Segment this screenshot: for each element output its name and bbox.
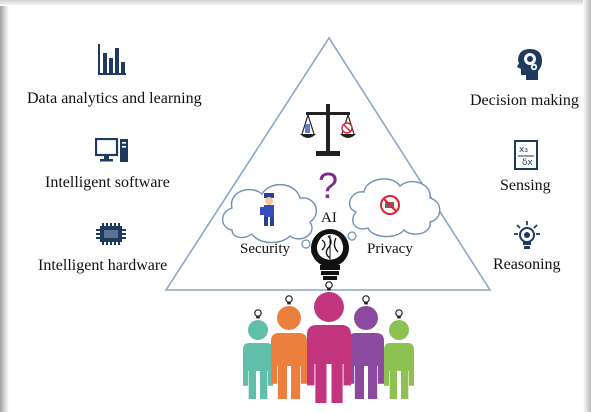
person-arm xyxy=(300,364,307,384)
idea-bulb-base xyxy=(256,316,260,319)
person-arm xyxy=(343,362,351,386)
no-surveillance-icon xyxy=(380,195,400,215)
security-label: Security xyxy=(240,241,290,257)
person-body xyxy=(243,343,273,371)
right-label-sensing: Sensing xyxy=(500,177,551,194)
person-figure xyxy=(243,309,273,399)
police-officer-icon xyxy=(260,193,274,226)
question-mark: ? xyxy=(318,165,338,206)
frame-shadow-left xyxy=(0,0,9,412)
person-arm xyxy=(243,369,249,386)
person-figure xyxy=(307,281,351,403)
brain-bulb-icon xyxy=(311,229,349,280)
person-body xyxy=(384,343,414,371)
sensing-icon: x₃ δx xyxy=(513,140,539,175)
person-arm xyxy=(307,362,315,386)
person-arm xyxy=(408,369,414,386)
idea-bulb-base xyxy=(287,302,291,305)
idea-bulb-icon xyxy=(254,309,262,317)
idea-bulb-base xyxy=(364,302,368,305)
lightbulb-icon xyxy=(514,221,540,256)
idea-bulb-base xyxy=(327,288,331,291)
idea-bulb-icon xyxy=(362,295,370,303)
frame-shadow-top xyxy=(0,0,591,6)
head-gears-icon xyxy=(514,47,544,86)
svg-text:δx: δx xyxy=(522,158,534,168)
idea-bulb-base xyxy=(397,316,401,319)
person-arm xyxy=(377,364,384,384)
person-arm xyxy=(267,369,273,386)
person-figure xyxy=(348,295,384,399)
person-leg xyxy=(401,370,409,399)
idea-bulb-icon xyxy=(395,309,403,317)
person-leg xyxy=(260,370,268,399)
person-leg xyxy=(315,363,327,403)
svg-text:x₃: x₃ xyxy=(519,145,528,155)
ai-label: AI xyxy=(321,210,337,226)
person-head xyxy=(314,292,344,322)
person-figure xyxy=(384,309,414,399)
person-figure xyxy=(271,295,307,399)
right-label-decision-making: Decision making xyxy=(470,92,579,109)
person-leg xyxy=(331,363,343,403)
left-label-intelligent-hardware: Intelligent hardware xyxy=(38,257,168,274)
person-body xyxy=(271,333,307,366)
chip-icon xyxy=(96,223,126,250)
person-arm xyxy=(348,364,355,384)
person-leg xyxy=(389,370,397,399)
computer-icon xyxy=(94,137,129,169)
person-leg xyxy=(248,370,256,399)
right-label-reasoning: Reasoning xyxy=(493,256,561,273)
person-leg xyxy=(291,365,301,399)
scales-icon xyxy=(300,104,356,156)
person-body xyxy=(348,333,384,366)
person-leg xyxy=(277,365,287,399)
person-body xyxy=(307,325,351,364)
idea-bulb-icon xyxy=(285,295,293,303)
frame-shadow-right xyxy=(583,0,591,412)
person-head xyxy=(277,306,301,330)
left-label-intelligent-software: Intelligent software xyxy=(45,174,170,191)
person-head xyxy=(389,320,409,340)
left-label-data-analytics: Data analytics and learning xyxy=(27,90,202,107)
person-leg xyxy=(354,365,364,399)
people-group xyxy=(243,281,414,403)
person-head xyxy=(354,306,378,330)
idea-bulb-icon xyxy=(325,281,333,289)
person-leg xyxy=(368,365,378,399)
person-arm xyxy=(271,364,278,384)
person-head xyxy=(248,320,268,340)
bar-chart-icon xyxy=(97,44,127,81)
person-arm xyxy=(384,369,390,386)
privacy-label: Privacy xyxy=(367,241,413,257)
